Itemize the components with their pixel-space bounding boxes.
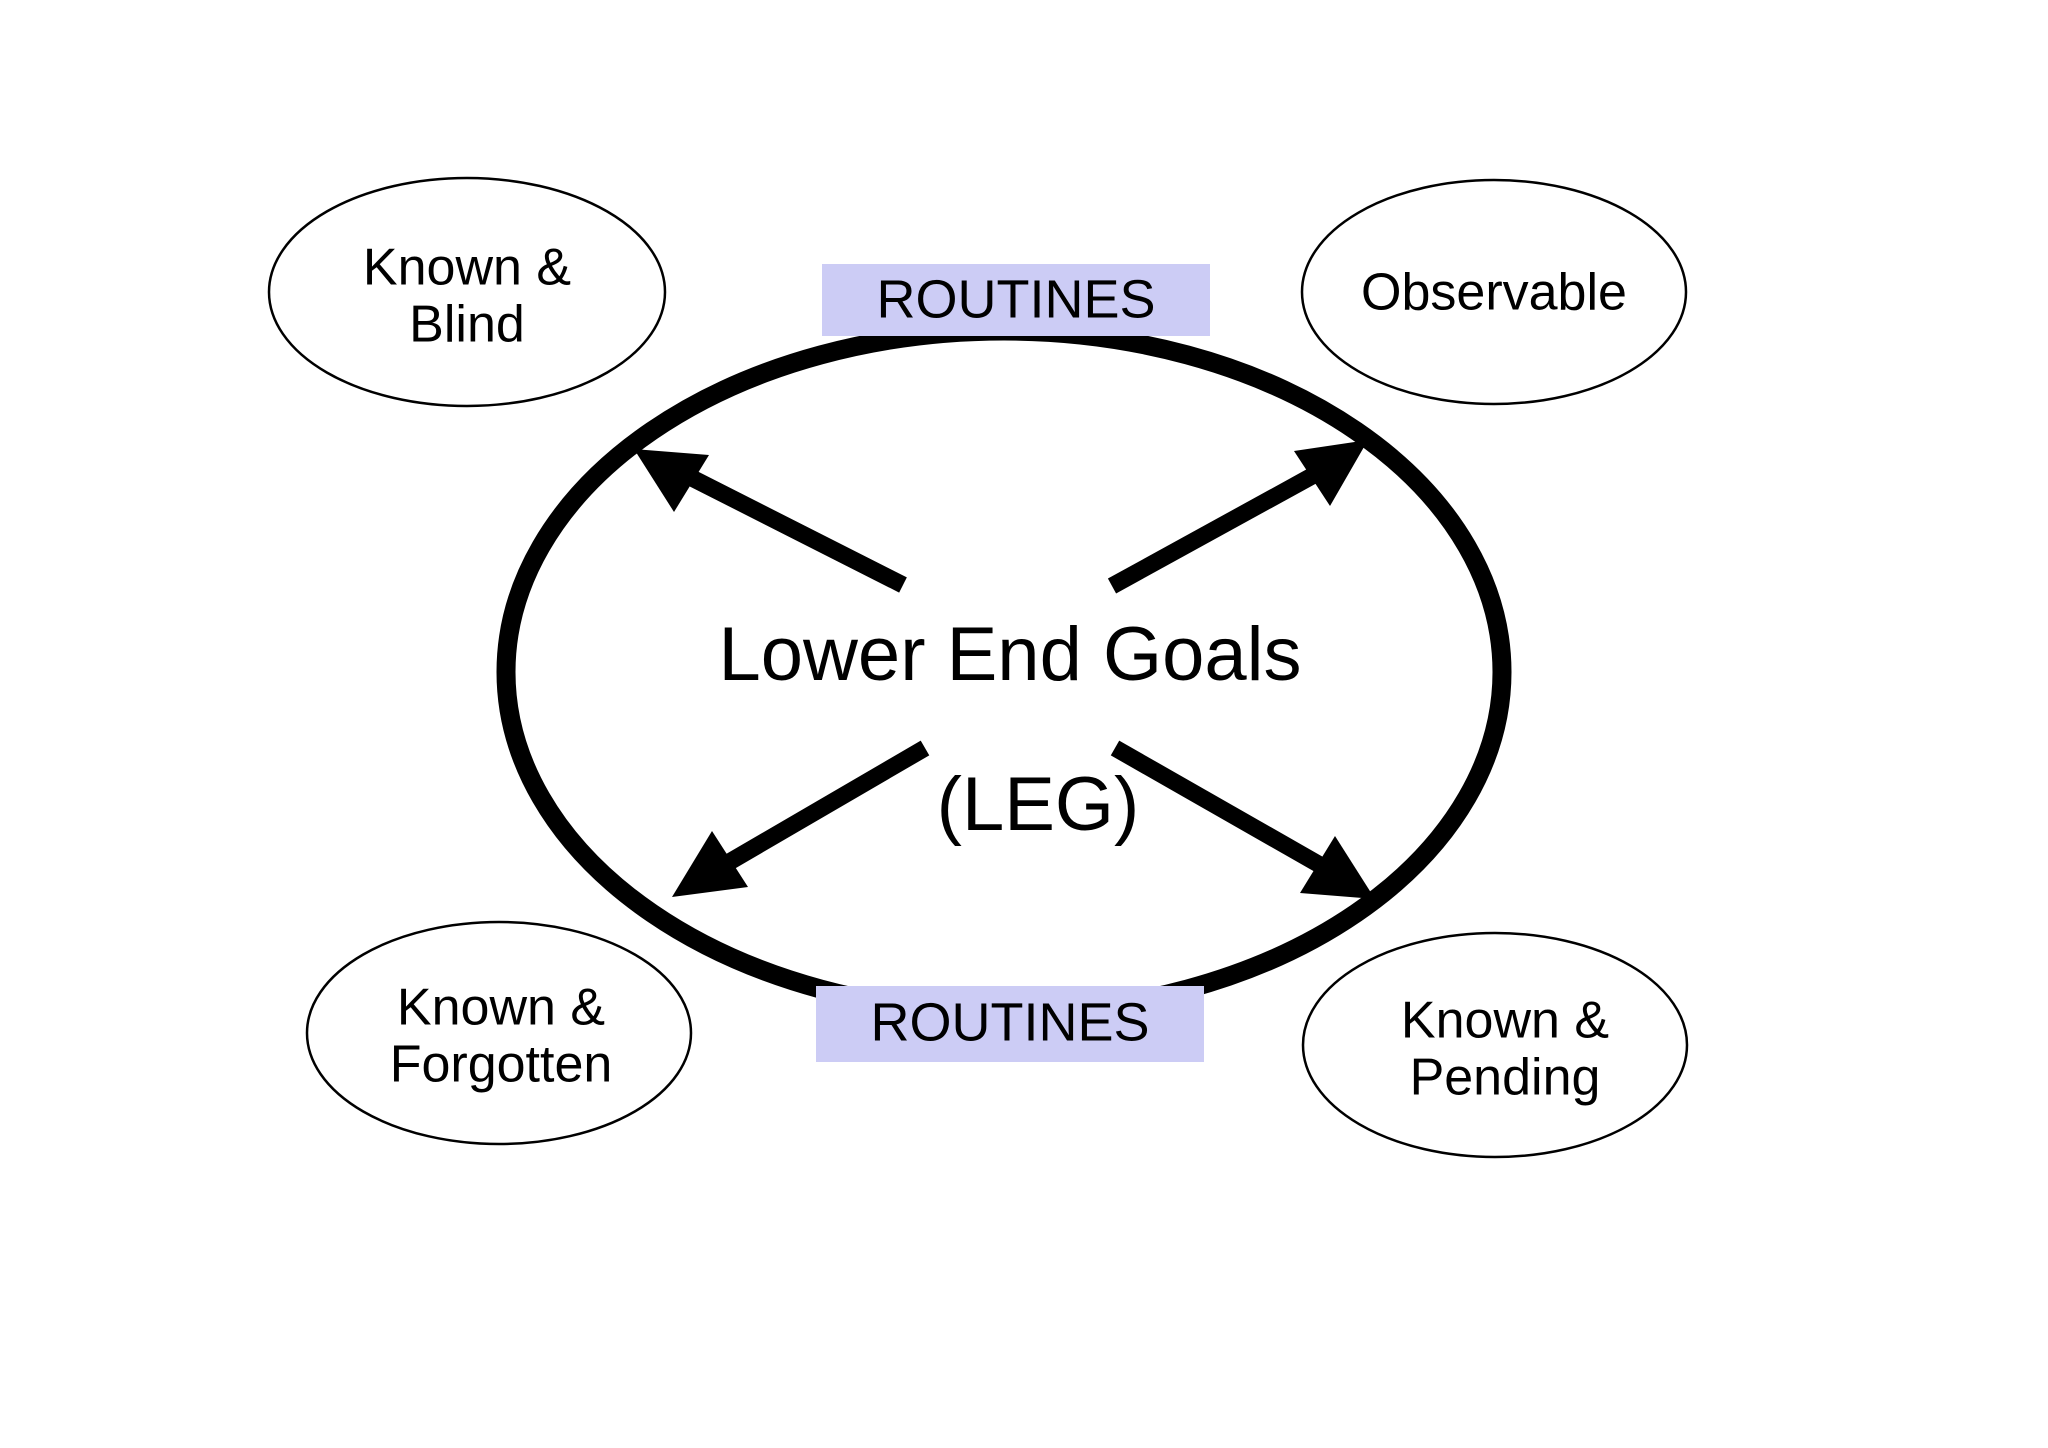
observable-ellipse	[1300, 178, 1688, 406]
known-and-blind-label-line2: Blind	[409, 296, 525, 354]
known-and-pending-ellipse	[1301, 931, 1689, 1159]
arrow-to-known-and-forgotten	[672, 740, 930, 897]
arrow-to-known-and-pending	[1110, 740, 1375, 899]
known-and-blind-label-line1: Known &	[363, 239, 571, 297]
known-and-forgotten-label-line1: Known &	[397, 979, 605, 1037]
satellite-observable[interactable]: Observable	[1300, 178, 1688, 406]
routines-bottom-band[interactable]: ROUTINES	[816, 986, 1204, 1062]
arrow-to-observable	[1107, 440, 1368, 594]
routines-bottom-label: ROUTINES	[870, 992, 1149, 1052]
known-and-pending-label-line2: Pending	[1410, 1049, 1601, 1107]
routines-top-band[interactable]: ROUTINES	[822, 264, 1210, 336]
known-and-blind-ellipse	[267, 176, 667, 408]
known-and-pending-label-line1: Known &	[1401, 992, 1609, 1050]
arrow-to-known-and-blind	[634, 449, 907, 593]
center-title-line2: (LEG)	[937, 762, 1140, 847]
center-title-line1: Lower End Goals	[719, 612, 1302, 697]
routines-bottom-box	[816, 986, 1204, 1062]
satellite-known-and-blind[interactable]: Known & Blind	[267, 176, 667, 408]
routines-top-box	[822, 264, 1210, 336]
satellite-known-and-forgotten[interactable]: Known & Forgotten	[305, 920, 693, 1146]
satellite-known-and-pending[interactable]: Known & Pending	[1301, 931, 1689, 1159]
routines-top-label: ROUTINES	[876, 269, 1155, 329]
known-and-forgotten-label-line2: Forgotten	[390, 1036, 613, 1094]
observable-label-line1: Observable	[1361, 264, 1627, 322]
known-and-forgotten-ellipse	[305, 920, 693, 1146]
